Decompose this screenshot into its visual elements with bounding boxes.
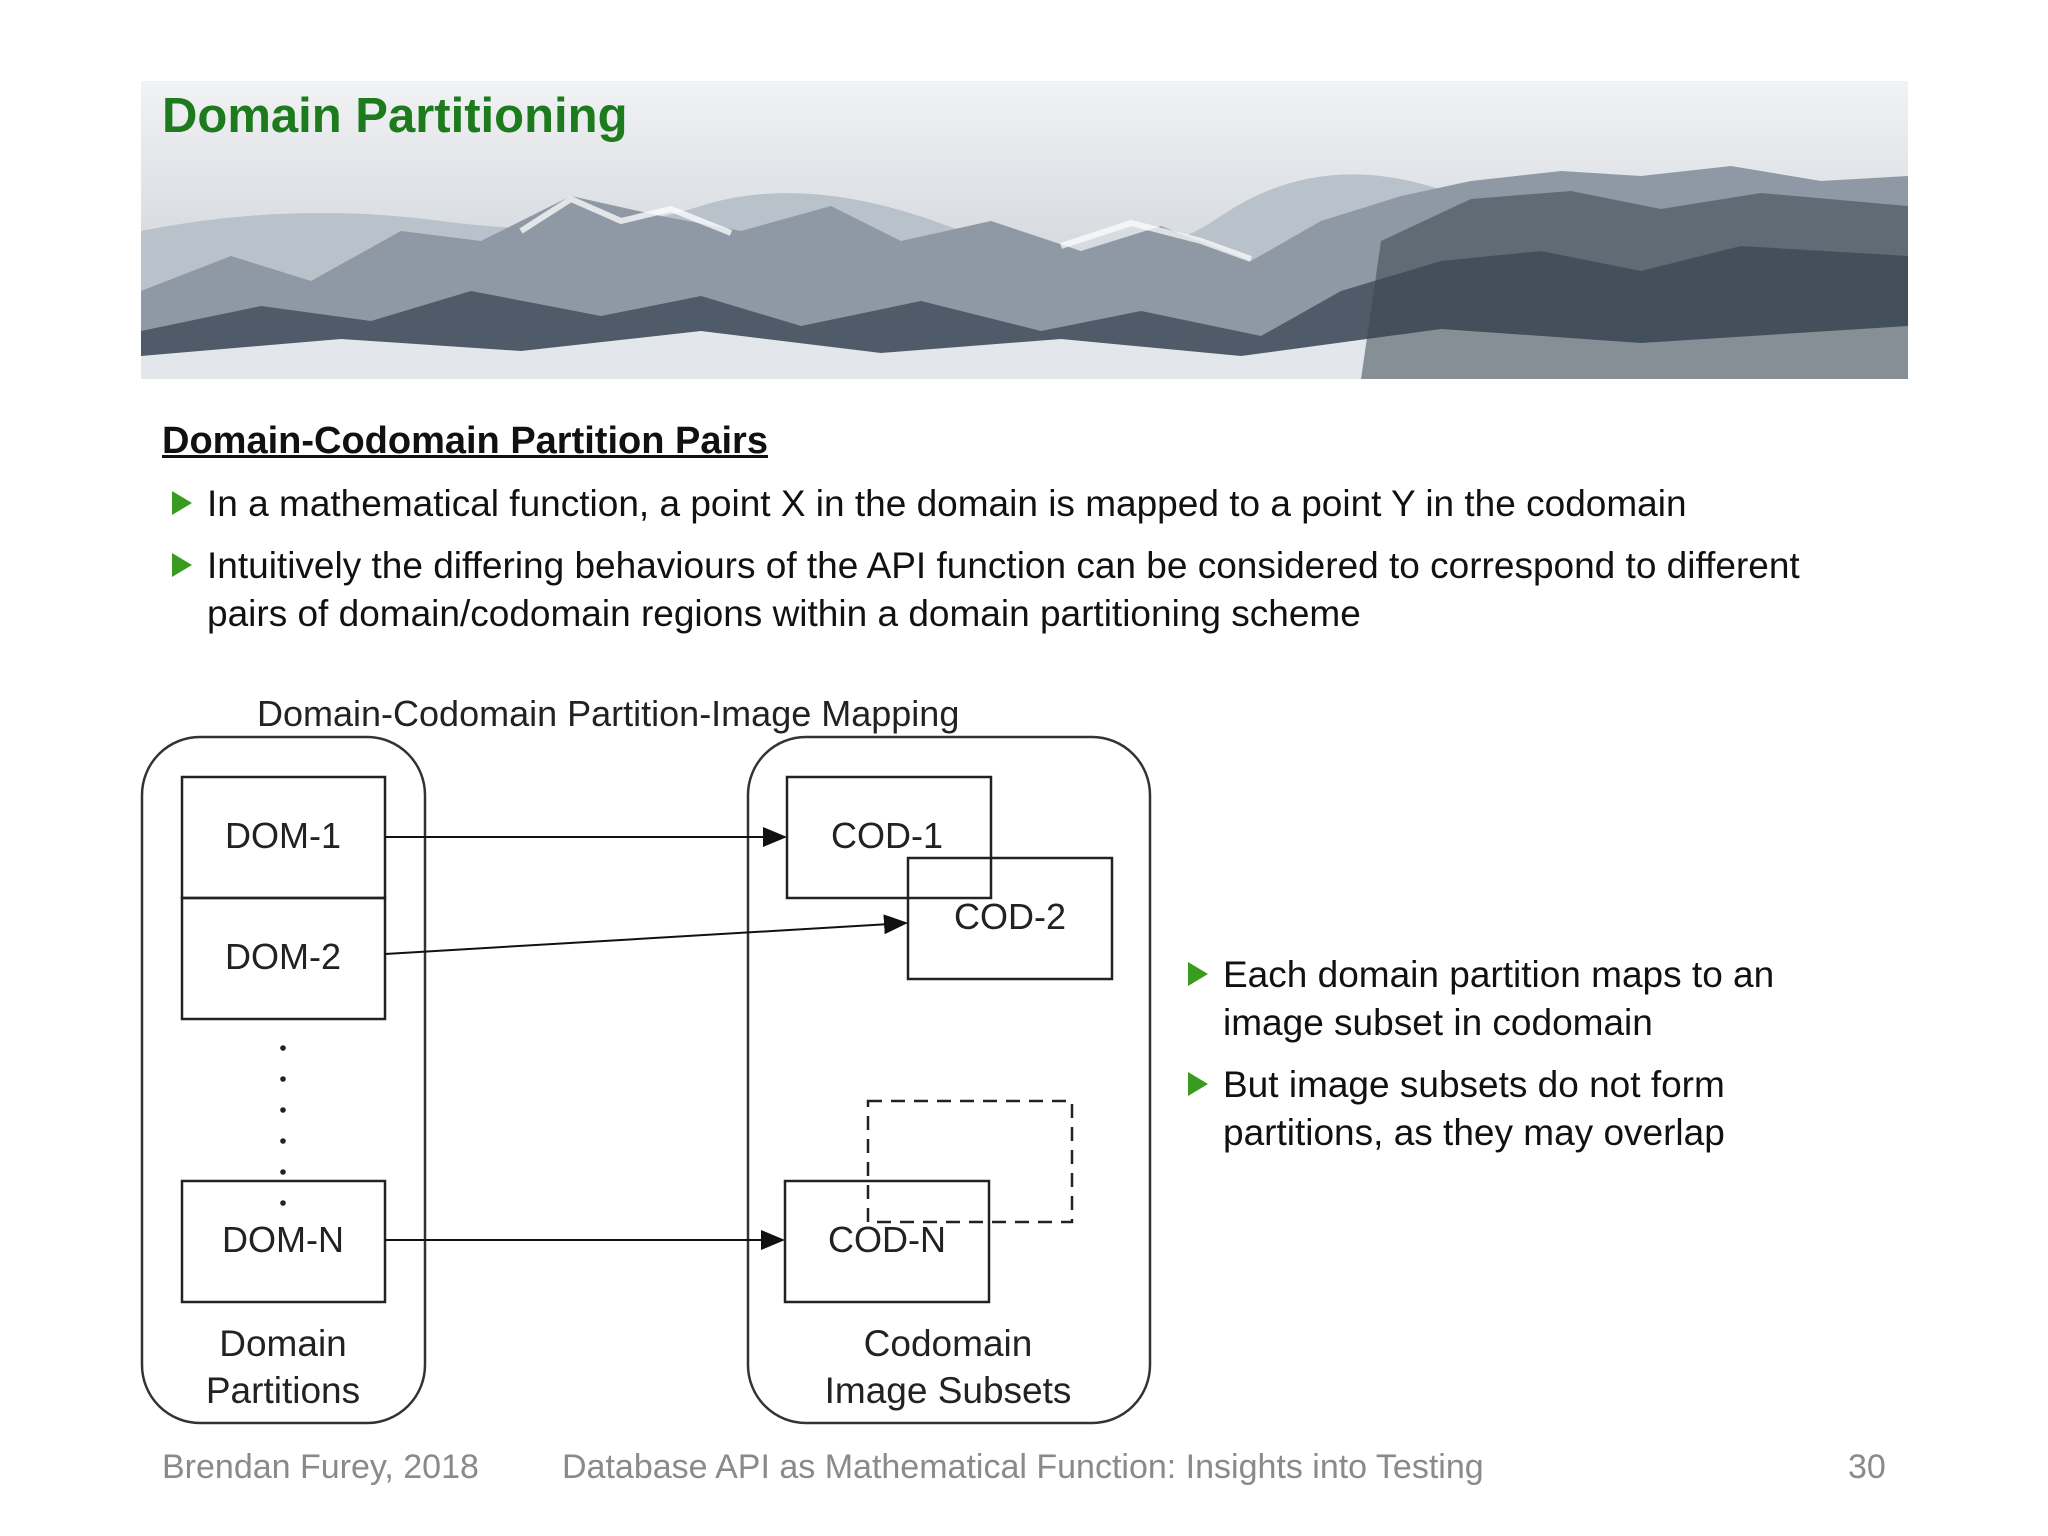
codomain-container bbox=[746, 735, 1152, 1425]
bullet-item: But image subsets do not form partitions… bbox=[1178, 1061, 1818, 1157]
domain-caption-line2: Partitions bbox=[206, 1370, 360, 1411]
dom-n-box bbox=[180, 1179, 387, 1304]
dom-1-label: DOM-1 bbox=[225, 815, 341, 856]
cod-n-overlap-dashed-box bbox=[866, 1099, 1074, 1224]
domain-container bbox=[140, 735, 427, 1425]
slide-title: Domain Partitioning bbox=[162, 89, 628, 143]
bullet-text: Each domain partition maps to an image s… bbox=[1223, 954, 1775, 1043]
header-banner-image bbox=[141, 81, 1908, 379]
mapping-diagram: Domain-Codomain Partition-Image Mapping … bbox=[130, 680, 1180, 1445]
cod-2-box bbox=[906, 856, 1114, 981]
dom-2-label: DOM-2 bbox=[225, 936, 341, 977]
cod-1-box bbox=[785, 775, 993, 900]
bullet-arrow-icon bbox=[172, 553, 192, 577]
bullet-arrow-icon bbox=[1188, 962, 1208, 986]
bullet-text: In a mathematical function, a point X in… bbox=[207, 483, 1687, 524]
bullet-item: Intuitively the differing behaviours of … bbox=[162, 542, 1882, 638]
footer-presentation-title: Database API as Mathematical Function: I… bbox=[562, 1448, 1484, 1486]
codomain-caption-line2: Image Subsets bbox=[825, 1370, 1072, 1411]
bullet-arrow-icon bbox=[1188, 1072, 1208, 1096]
section-heading: Domain-Codomain Partition Pairs bbox=[162, 420, 768, 462]
cod-1-label: COD-1 bbox=[831, 815, 943, 856]
footer-author: Brendan Furey, 2018 bbox=[162, 1448, 479, 1486]
dom-n-label: DOM-N bbox=[222, 1219, 344, 1260]
bullet-text: Intuitively the differing behaviours of … bbox=[207, 545, 1800, 634]
cod-2-label: COD-2 bbox=[954, 896, 1066, 937]
footer-page-number: 30 bbox=[1848, 1448, 1886, 1486]
domain-caption-line1: Domain bbox=[219, 1323, 347, 1364]
bullet-item: In a mathematical function, a point X in… bbox=[162, 480, 1882, 528]
bullet-text: But image subsets do not form partitions… bbox=[1223, 1064, 1725, 1153]
main-bullet-list: In a mathematical function, a point X in… bbox=[162, 480, 1882, 652]
bullet-item: Each domain partition maps to an image s… bbox=[1178, 951, 1818, 1047]
codomain-caption-line1: Codomain bbox=[864, 1323, 1033, 1364]
bullet-arrow-icon bbox=[172, 491, 192, 515]
cod-n-box bbox=[783, 1179, 991, 1304]
ellipsis-dots bbox=[280, 1045, 286, 1206]
cod-n-label: COD-N bbox=[828, 1219, 946, 1260]
dom-2-box bbox=[180, 896, 387, 1021]
diagram-title: Domain-Codomain Partition-Image Mapping bbox=[257, 693, 959, 734]
side-bullet-list: Each domain partition maps to an image s… bbox=[1178, 951, 1818, 1171]
arrow-dom2-to-cod2 bbox=[384, 914, 908, 955]
